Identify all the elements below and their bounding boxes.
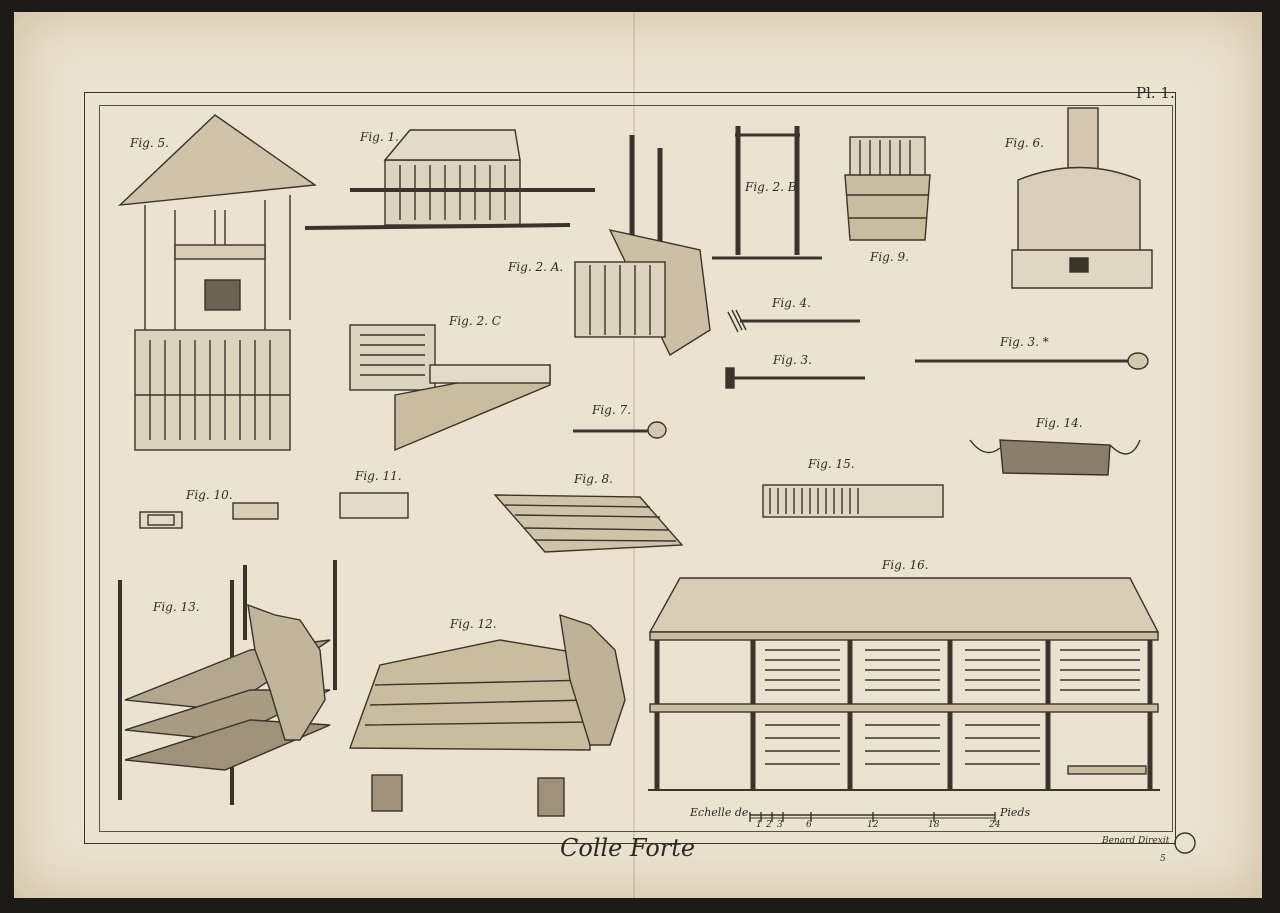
fig12-label: Fig. 12. — [450, 617, 497, 631]
fig3-star-ladle — [915, 352, 1149, 370]
scale-tick: 12 — [867, 820, 879, 830]
engraver-credit: Benard Direxit — [1102, 836, 1170, 846]
fig9-tub — [844, 136, 931, 241]
scale-tick: 3 — [777, 820, 783, 830]
fig14-cords — [969, 439, 1141, 476]
fig11-frame — [339, 492, 409, 519]
plate-number: Pl. 1. — [1136, 84, 1175, 102]
page-number: 5 — [1160, 854, 1166, 864]
fig2c-crate-on-board — [349, 324, 551, 452]
scale-suffix: Pieds — [1000, 806, 1031, 819]
fig5-press-pavilion — [118, 114, 317, 451]
fig8-label: Fig. 8. — [574, 472, 613, 486]
engraver-seal — [1174, 832, 1196, 854]
plate-inner-border — [99, 105, 1173, 832]
scale-tick: 18 — [928, 820, 940, 830]
fig12-troughs — [349, 613, 626, 817]
scale-tick: 2 — [766, 820, 772, 830]
fig15-tray — [762, 484, 944, 518]
plate-outer-border — [84, 92, 1176, 844]
fig2a-label: Fig. 2. A. — [508, 260, 564, 274]
fig2b-label: Fig. 2. B — [745, 180, 797, 194]
fig4-rake — [727, 309, 860, 333]
fig5-label: Fig. 5. — [130, 136, 169, 150]
scale-prefix: Echelle de — [690, 806, 749, 819]
scale-tick: 6 — [806, 820, 812, 830]
fig13-drying-racks — [118, 560, 337, 805]
fig3-label: Fig. 3. — [773, 353, 812, 367]
fig3-scraper — [725, 367, 865, 389]
fig7-label: Fig. 7. — [592, 403, 631, 417]
fig13-label: Fig. 13. — [153, 600, 200, 614]
fig14-label: Fig. 14. — [1036, 416, 1083, 430]
fig1-label: Fig. 1. — [360, 130, 399, 144]
fig16-label: Fig. 16. — [882, 558, 929, 572]
fig2c-label: Fig. 2. C — [449, 314, 501, 328]
fig9-label: Fig. 9. — [870, 250, 909, 264]
fig6-label: Fig. 6. — [1005, 136, 1044, 150]
fig1-crate-with-poles — [304, 129, 595, 230]
fig2b-frame — [712, 126, 822, 260]
fig4-label: Fig. 4. — [772, 296, 811, 310]
scale-tick: 1 — [756, 820, 762, 830]
scale-tick: 24 — [989, 820, 1001, 830]
fig11-label: Fig. 11. — [355, 469, 402, 483]
scale-bar — [749, 812, 996, 822]
fig8-drying-board — [493, 494, 684, 553]
fig10-frames — [139, 502, 279, 529]
fig10-label: Fig. 10. — [186, 488, 233, 502]
fig15-label: Fig. 15. — [808, 457, 855, 471]
center-fold — [633, 12, 635, 898]
fig3-star-label: Fig. 3. * — [1000, 335, 1049, 349]
fig2a-frame-with-basket — [574, 135, 711, 357]
fig6-furnace — [1011, 107, 1153, 289]
fig7-scoop — [573, 421, 667, 439]
fig16-drying-shed — [648, 577, 1160, 791]
plate-title: Colle Forte — [560, 834, 696, 862]
